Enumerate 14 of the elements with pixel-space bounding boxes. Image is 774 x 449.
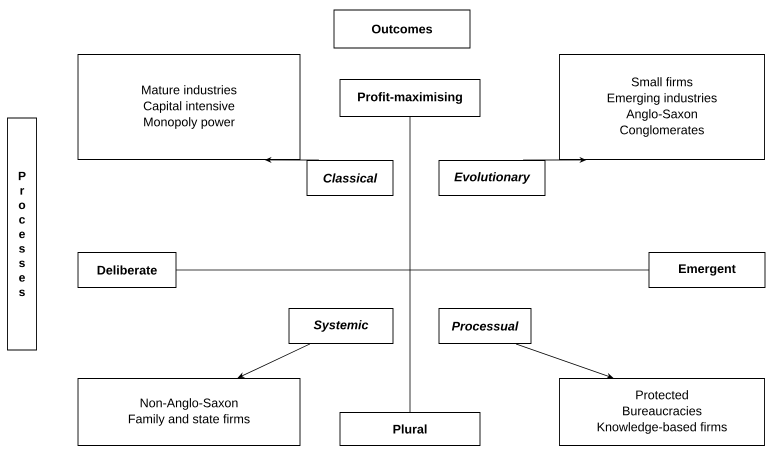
heading-box: Outcomes (334, 10, 470, 48)
text-box: Non-Anglo-Saxon Family and state firms (78, 378, 300, 446)
text-box: Mature industries Capital intensive Monopoly power (78, 54, 300, 160)
label-box: Processual (438, 308, 532, 344)
label-box: Classical (306, 160, 394, 196)
text-box: Small firms Emerging industries Anglo-Saxon Conglomerates (559, 54, 765, 160)
heading-box: Processes (7, 118, 37, 350)
axis-label-box: Profit-maximising (340, 79, 480, 117)
axis-label-box: Plural (340, 412, 480, 446)
text-box: Protected Bureaucracies Knowledge-based firms (559, 378, 765, 446)
label-box: Systemic (288, 308, 394, 344)
axis-label-box: Emergent (648, 252, 766, 288)
axis-label-box: Deliberate (78, 252, 176, 288)
label-box: Evolutionary (438, 160, 546, 196)
